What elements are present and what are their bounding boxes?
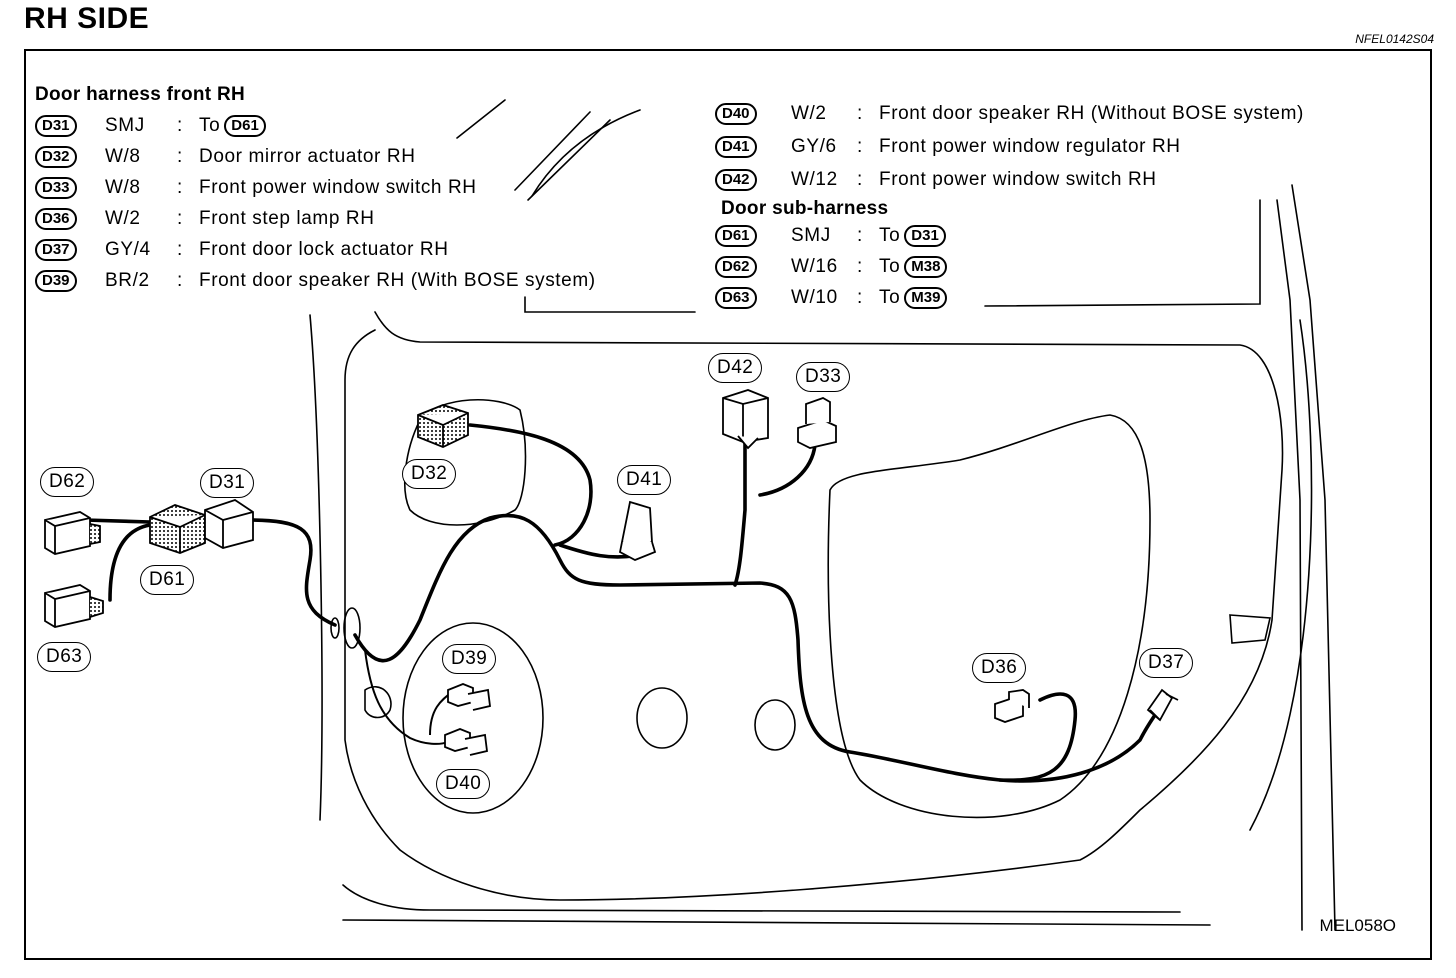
row-description: Front step lamp RH bbox=[199, 207, 375, 229]
connector-code: D33 bbox=[35, 177, 77, 199]
legend-row: D39 BR/2 : Front door speaker RH (With B… bbox=[35, 265, 596, 296]
door-outer-edge bbox=[309, 314, 323, 821]
legend-right: D40 W/2 : Front door speaker RH (Without… bbox=[715, 97, 1304, 313]
callout-d39: D39 bbox=[442, 644, 497, 674]
legend-row: D36 W/2 : Front step lamp RH bbox=[35, 203, 596, 234]
connectors bbox=[44, 389, 1179, 756]
connector-d42 bbox=[722, 389, 769, 450]
page-title: RH SIDE bbox=[24, 2, 150, 35]
row-description: Front door speaker RH (With BOSE system) bbox=[199, 269, 596, 291]
connector-code: D62 bbox=[715, 256, 757, 278]
connector-code: D32 bbox=[35, 146, 77, 168]
wire-spec: SMJ bbox=[105, 114, 145, 136]
connector-code: D63 bbox=[715, 287, 757, 309]
row-description: Front door speaker RH (Without BOSE syst… bbox=[879, 102, 1304, 124]
connector-code: D61 bbox=[715, 225, 757, 247]
connector-d61 bbox=[149, 504, 206, 554]
panel-edge-line bbox=[527, 119, 611, 201]
connector-d41 bbox=[618, 500, 657, 561]
diagram-frame: MEL058O bbox=[24, 49, 1432, 960]
panel-edge-line bbox=[514, 111, 591, 191]
connector-code: D37 bbox=[35, 239, 77, 261]
callout-d32: D32 bbox=[402, 459, 457, 489]
connector-code: D39 bbox=[35, 270, 77, 292]
connector-d31 bbox=[204, 499, 254, 549]
wire-spec: W/10 bbox=[791, 286, 838, 308]
callout-d61: D61 bbox=[140, 565, 195, 595]
wire-spec: BR/2 bbox=[105, 269, 150, 291]
callout-d31: D31 bbox=[200, 468, 255, 498]
callout-d36: D36 bbox=[972, 653, 1027, 683]
legend-row: D40 W/2 : Front door speaker RH (Without… bbox=[715, 97, 1304, 130]
connector-d37 bbox=[1146, 688, 1179, 722]
wire-spec: GY/4 bbox=[105, 238, 151, 260]
wire-spec: SMJ bbox=[791, 224, 831, 246]
sub-harness-heading: Door sub-harness bbox=[721, 198, 889, 219]
connector-code: D31 bbox=[904, 224, 946, 247]
wire-spec: W/12 bbox=[791, 168, 838, 190]
door-inner-panel bbox=[344, 311, 1284, 901]
legend-row: D41 GY/6 : Front power window regulator … bbox=[715, 130, 1304, 163]
connector-d39 bbox=[447, 683, 491, 711]
callout-d63: D63 bbox=[37, 642, 92, 672]
wire-spec: W/16 bbox=[791, 255, 838, 277]
legend-row: D32 W/8 : Door mirror actuator RH bbox=[35, 141, 596, 172]
callout-d41: D41 bbox=[617, 465, 672, 495]
row-description: To bbox=[879, 286, 901, 308]
callout-d62: D62 bbox=[40, 467, 95, 497]
connector-code: M39 bbox=[904, 286, 948, 309]
wire-spec: W/2 bbox=[105, 207, 141, 229]
wire-spec: W/8 bbox=[105, 176, 141, 198]
row-description: To bbox=[879, 255, 901, 277]
legend-row: D42 W/12 : Front power window switch RH bbox=[715, 163, 1304, 196]
connector-code: D40 bbox=[715, 103, 757, 125]
connector-code: D42 bbox=[715, 169, 757, 191]
row-description: Door mirror actuator RH bbox=[199, 145, 416, 167]
legend-heading: Door harness front RH bbox=[35, 84, 246, 105]
connector-d62 bbox=[44, 511, 101, 555]
connector-d36 bbox=[994, 689, 1030, 723]
row-description: To bbox=[199, 114, 221, 136]
wire-spec: GY/6 bbox=[791, 135, 837, 157]
connector-d63 bbox=[44, 584, 104, 628]
wire-spec: W/2 bbox=[791, 102, 827, 124]
legend-row: D37 GY/4 : Front door lock actuator RH bbox=[35, 234, 596, 265]
row-description: Front power window regulator RH bbox=[879, 135, 1181, 157]
connector-code: M38 bbox=[904, 255, 948, 278]
callout-d37: D37 bbox=[1139, 648, 1194, 678]
connector-d40 bbox=[444, 728, 488, 756]
callout-d40: D40 bbox=[436, 769, 491, 799]
connector-code: D61 bbox=[224, 114, 266, 137]
connector-code: D31 bbox=[35, 115, 77, 137]
figure-code: MEL058O bbox=[1319, 916, 1396, 935]
row-description: Front power window switch RH bbox=[879, 168, 1157, 190]
connector-d32 bbox=[417, 404, 469, 448]
connector-code: D36 bbox=[35, 208, 77, 230]
panel-edge-line bbox=[456, 99, 506, 139]
row-description: Front power window switch RH bbox=[199, 176, 477, 198]
connector-d33 bbox=[797, 397, 837, 449]
legend-row: D33 W/8 : Front power window switch RH bbox=[35, 172, 596, 203]
reference-code: NFEL0142S04 bbox=[1355, 32, 1434, 46]
callout-d42: D42 bbox=[708, 353, 763, 383]
callout-d33: D33 bbox=[796, 362, 851, 392]
connector-code: D41 bbox=[715, 136, 757, 158]
row-description: To bbox=[879, 224, 901, 246]
row-description: Front door lock actuator RH bbox=[199, 238, 449, 260]
wire-spec: W/8 bbox=[105, 145, 141, 167]
